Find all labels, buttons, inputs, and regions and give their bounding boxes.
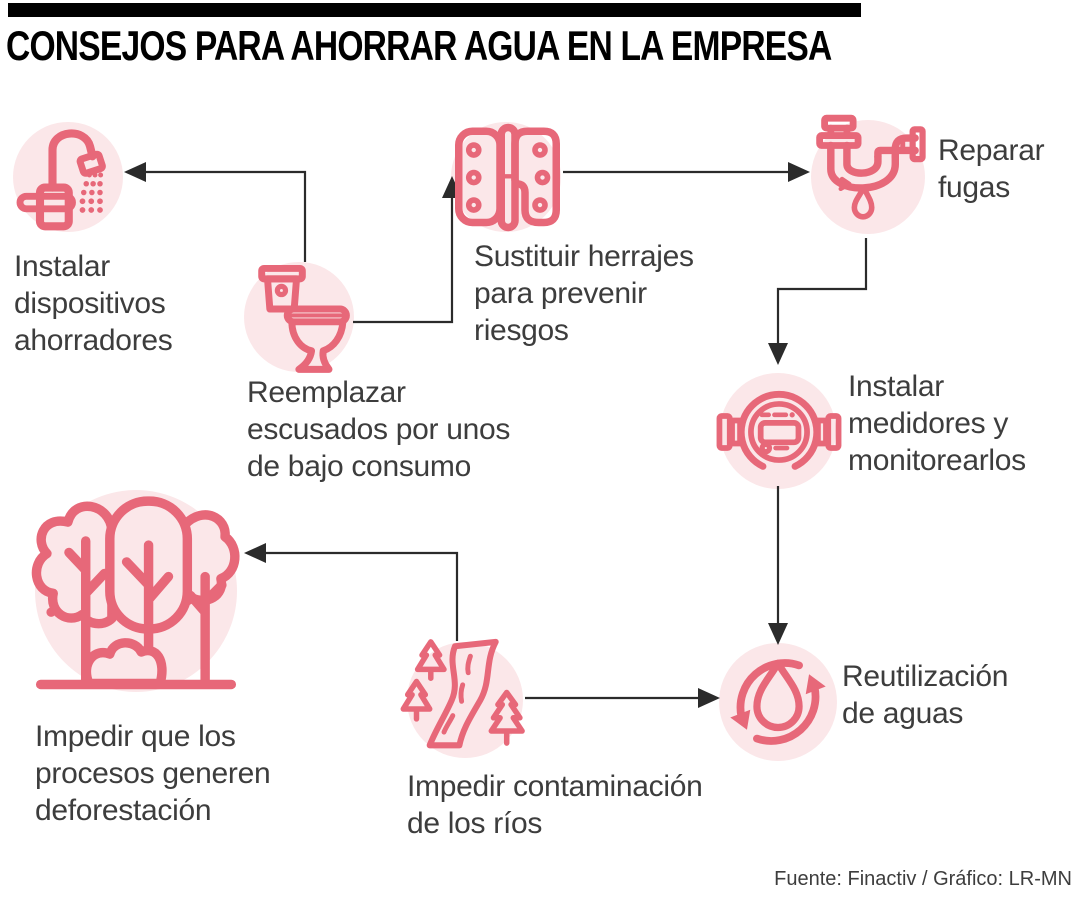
faucet-label: Instalar dispositivos ahorradores — [14, 250, 173, 357]
trees-label: Impedir que los procesos generen defores… — [35, 720, 271, 827]
arrow-pipe-to-meter — [768, 238, 868, 365]
arrow-river-to-trees — [244, 543, 459, 641]
pipe-label: Reparar fugas — [938, 134, 1045, 204]
water-reuse-icon — [730, 659, 826, 745]
recycle-label: Reutilización de aguas — [842, 660, 1009, 730]
source-credit: Fuente: Finactiv / Gráfico: LR-MN — [774, 868, 1072, 890]
arrow-hinge-to-pipe — [563, 162, 810, 182]
title-bar — [8, 3, 861, 17]
hinge-screw-holes — [465, 142, 551, 213]
cycle-arrow-left — [730, 659, 803, 730]
water-meter-icon — [716, 390, 842, 470]
toilet-label: Reemplazar escusados por unos de bajo co… — [247, 376, 511, 483]
water-spray-dots — [79, 172, 104, 213]
arrow-river-to-recycle — [525, 688, 720, 708]
arrow-meter-to-recycle — [768, 486, 788, 645]
forest-icon — [31, 496, 240, 690]
toilet-icon — [258, 264, 350, 373]
hinge-icon — [455, 123, 560, 232]
leaking-pipe-icon — [816, 114, 926, 220]
hinge-label: Sustituir herrajes para prevenir riesgos — [474, 240, 694, 347]
river-icon — [400, 638, 525, 749]
page-title: CONSEJOS PARA AHORRAR AGUA EN LA EMPRESA — [6, 22, 832, 69]
meter-label: Instalar medidores y monitorearlos — [848, 370, 1026, 477]
cycle-arrow-right — [753, 674, 826, 745]
faucet-icon — [16, 129, 106, 231]
arrow-toilet-to-faucet — [124, 162, 307, 262]
water-drop — [753, 659, 803, 732]
river-dashes — [441, 653, 473, 735]
bush — [81, 638, 167, 689]
river-label: Impedir contaminación de los ríos — [407, 770, 703, 840]
pine-trees — [400, 639, 525, 746]
tree-trunks — [64, 536, 227, 689]
drip-drop — [851, 184, 875, 220]
